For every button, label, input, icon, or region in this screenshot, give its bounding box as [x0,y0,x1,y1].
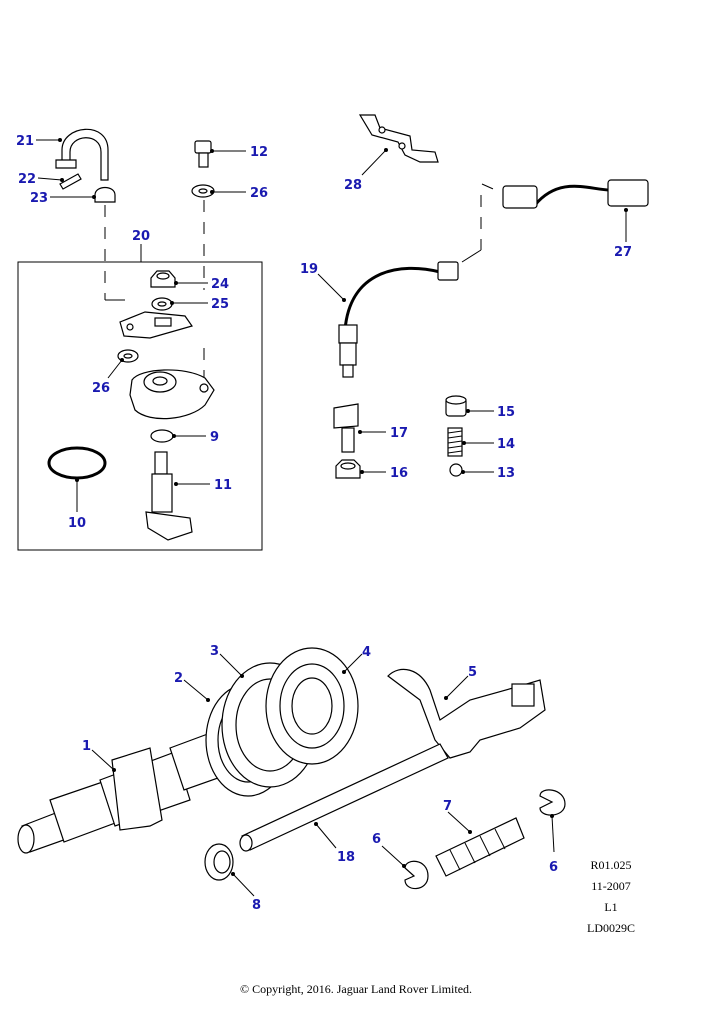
lower-group [17,647,566,890]
selector-shaft-11 [145,451,193,541]
reference-level: L1 [604,900,617,914]
circlip-6-right [539,789,566,816]
callout-20: 20 [132,229,150,244]
callout-3: 3 [210,644,219,659]
callout-22: 22 [18,172,36,187]
callout-12: 12 [250,145,268,160]
callout-6-left: 6 [372,832,381,847]
callout-21: 21 [16,134,34,149]
callout-26-top: 26 [250,186,268,201]
upper-left-group [17,128,263,551]
plug-15 [445,395,467,417]
callout-11: 11 [214,478,232,493]
callout-15: 15 [497,405,515,420]
callout-5: 5 [468,665,477,680]
callout-14: 14 [497,437,515,452]
callout-17: 17 [390,426,408,441]
nut-16 [335,459,361,479]
callout-7: 7 [443,799,452,814]
spring-14 [447,427,463,457]
callout-23: 23 [30,191,48,206]
callout-16: 16 [390,466,408,481]
callout-28: 28 [344,178,362,193]
pin-22 [59,173,82,190]
callout-9: 9 [210,430,219,445]
upper-right-group [333,114,649,479]
bolt-12 [194,140,212,168]
selector-housing [129,369,215,420]
callout-2: 2 [174,671,183,686]
callout-10: 10 [68,516,86,531]
callout-19: 19 [300,262,318,277]
gear-1 [111,747,163,831]
callout-24: 24 [211,277,229,292]
copyright-notice: © Copyright, 2016. Jaguar Land Rover Lim… [240,982,472,996]
callout-26-lower: 26 [92,381,110,396]
item-20-group-box [17,261,263,551]
callout-25: 25 [211,297,229,312]
shift-rail-18 [239,743,449,852]
callout-leaders [36,138,628,897]
reference-code: R01.025 [590,858,631,872]
circlip-6-left [404,860,429,890]
nut-24 [150,270,176,288]
switch-17 [333,403,359,453]
ball-13 [449,463,463,477]
reference-drawing-id: LD0029C [587,921,635,935]
o-ring-9 [150,429,174,443]
reference-date: 11-2007 [591,879,631,893]
breather-pipe-21 [55,128,109,181]
callout-18: 18 [337,850,355,865]
callout-8: 8 [252,898,261,913]
o-ring-10 [47,446,107,480]
callout-numbers: 21 22 23 12 26 20 24 25 26 9 11 10 28 27… [16,134,632,913]
bracket-28 [358,114,439,163]
callout-1: 1 [82,739,91,754]
callout-27: 27 [614,245,632,260]
harness-27 [502,179,649,209]
callout-6-right: 6 [549,860,558,875]
sensor-19 [338,261,459,378]
clip-23 [94,186,116,203]
selector-fork-5 [387,668,546,759]
spring-7 [435,817,525,877]
callout-4: 4 [362,645,371,660]
reference-block: R01.025 11-2007 L1 LD0029C [587,858,635,935]
callout-13: 13 [497,466,515,481]
